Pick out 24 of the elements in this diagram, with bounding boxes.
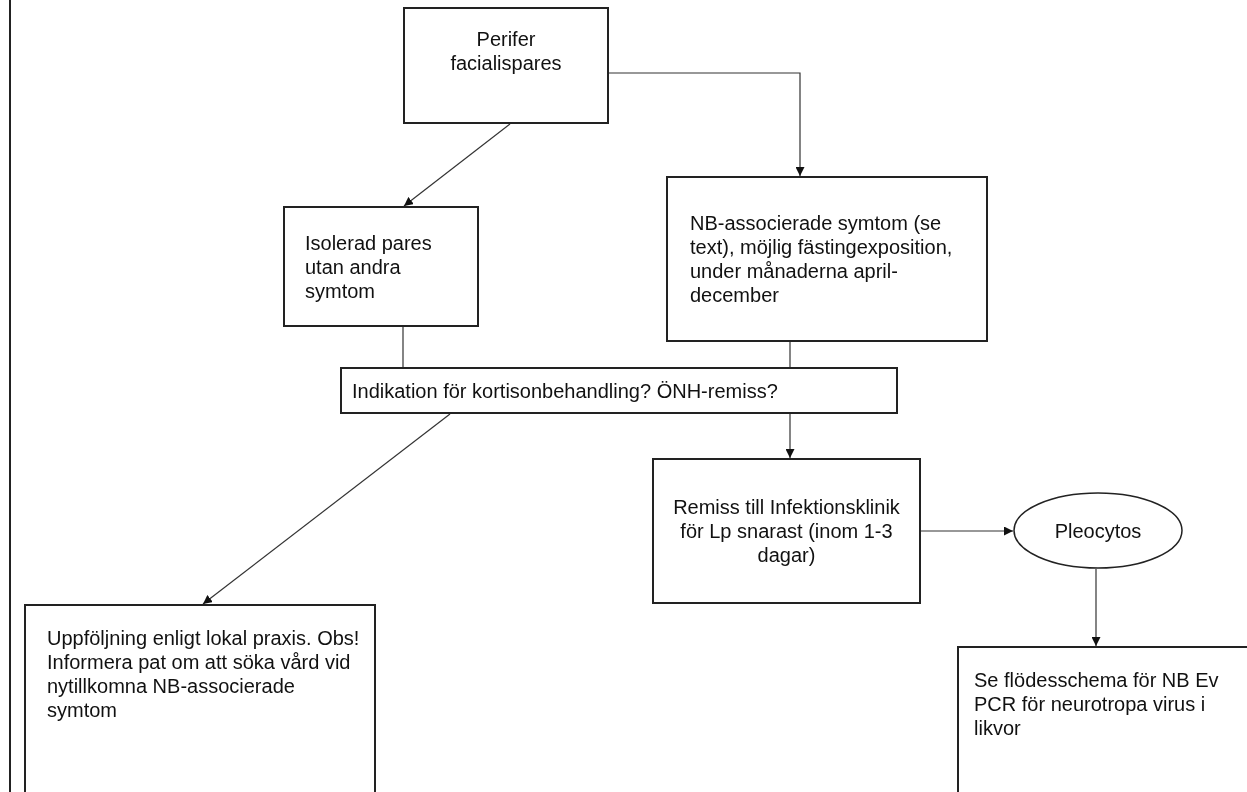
process-box (652, 458, 921, 604)
node-text: Se flödesschema för NB Ev PCR för neurotropa virus i likvor (974, 668, 1220, 740)
node-text: Pleocytos (1053, 518, 1143, 543)
process-box (283, 206, 479, 327)
connector-line (402, 326, 404, 368)
node-text: Remiss till Infektionsklinik för Lp snarast (inom 1-3 dagar) (672, 495, 901, 567)
process-box (24, 604, 376, 792)
process-box (340, 367, 898, 414)
node-text: Uppföljning enligt lokal praxis. Obs! Informera pat om att söka vård vid nytillkomna NB-associerade symtom (47, 626, 360, 722)
arrow (403, 123, 511, 207)
node-text: Perifer facialispares (449, 27, 563, 75)
arrow (1091, 568, 1101, 647)
node-text: NB-associerade symtom (se text), möjlig fästingexposition, under månaderna april-december (690, 211, 954, 307)
node-text: Indikation för kortisonbehandling? ÖNH-remiss? (352, 378, 779, 403)
process-box (403, 7, 609, 124)
connector-line (789, 341, 791, 368)
arrow (202, 413, 451, 605)
result-ellipse (1013, 492, 1183, 569)
arrow (785, 413, 795, 459)
process-box (957, 646, 1247, 792)
arrow (920, 526, 1014, 536)
arrow (608, 72, 805, 177)
node-text: Isolerad pares utan andra symtom (305, 230, 433, 303)
process-box (666, 176, 988, 342)
